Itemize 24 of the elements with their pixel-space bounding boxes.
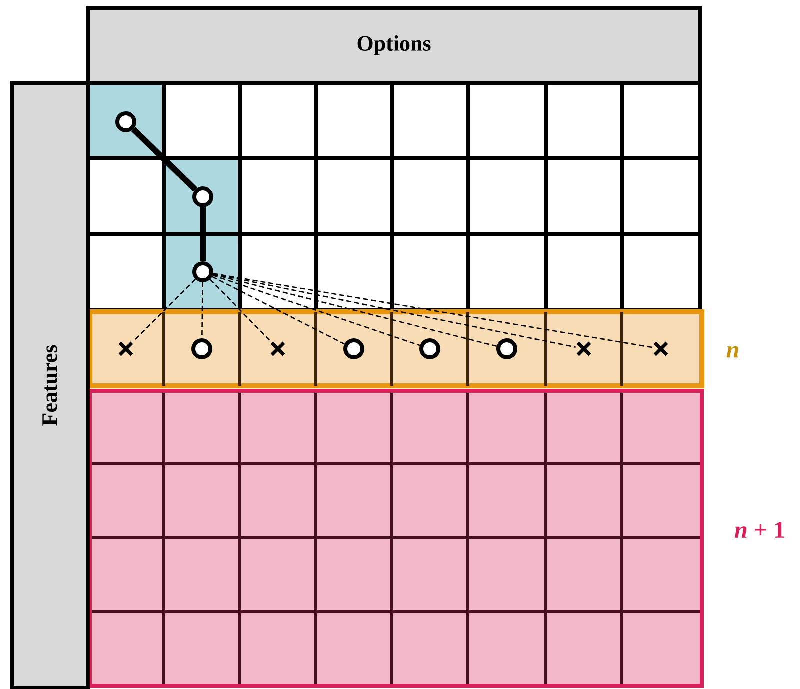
row-label: n + 1 — [734, 522, 784, 538]
circle-mark — [420, 338, 440, 360]
connector-line — [131, 127, 198, 192]
connector-line — [200, 208, 206, 262]
connector-line — [213, 273, 576, 348]
connector-line — [134, 278, 196, 342]
connector-line — [213, 274, 497, 348]
connector-line — [210, 279, 270, 342]
circle-mark — [344, 338, 364, 360]
row-label: n — [726, 346, 738, 358]
header-box: Options — [86, 6, 702, 85]
circle-mark — [496, 338, 518, 360]
circle-mark — [116, 112, 136, 132]
connector-line — [213, 273, 653, 348]
cross-mark — [118, 341, 134, 357]
connector-line — [212, 276, 345, 345]
connector-line — [212, 274, 420, 346]
cross-mark — [270, 341, 286, 357]
circle-mark — [192, 262, 214, 282]
cross-mark — [653, 341, 669, 357]
circle-mark — [192, 338, 212, 360]
side-box: Features — [10, 81, 90, 689]
cross-mark — [576, 341, 592, 357]
circle-mark — [192, 186, 214, 208]
